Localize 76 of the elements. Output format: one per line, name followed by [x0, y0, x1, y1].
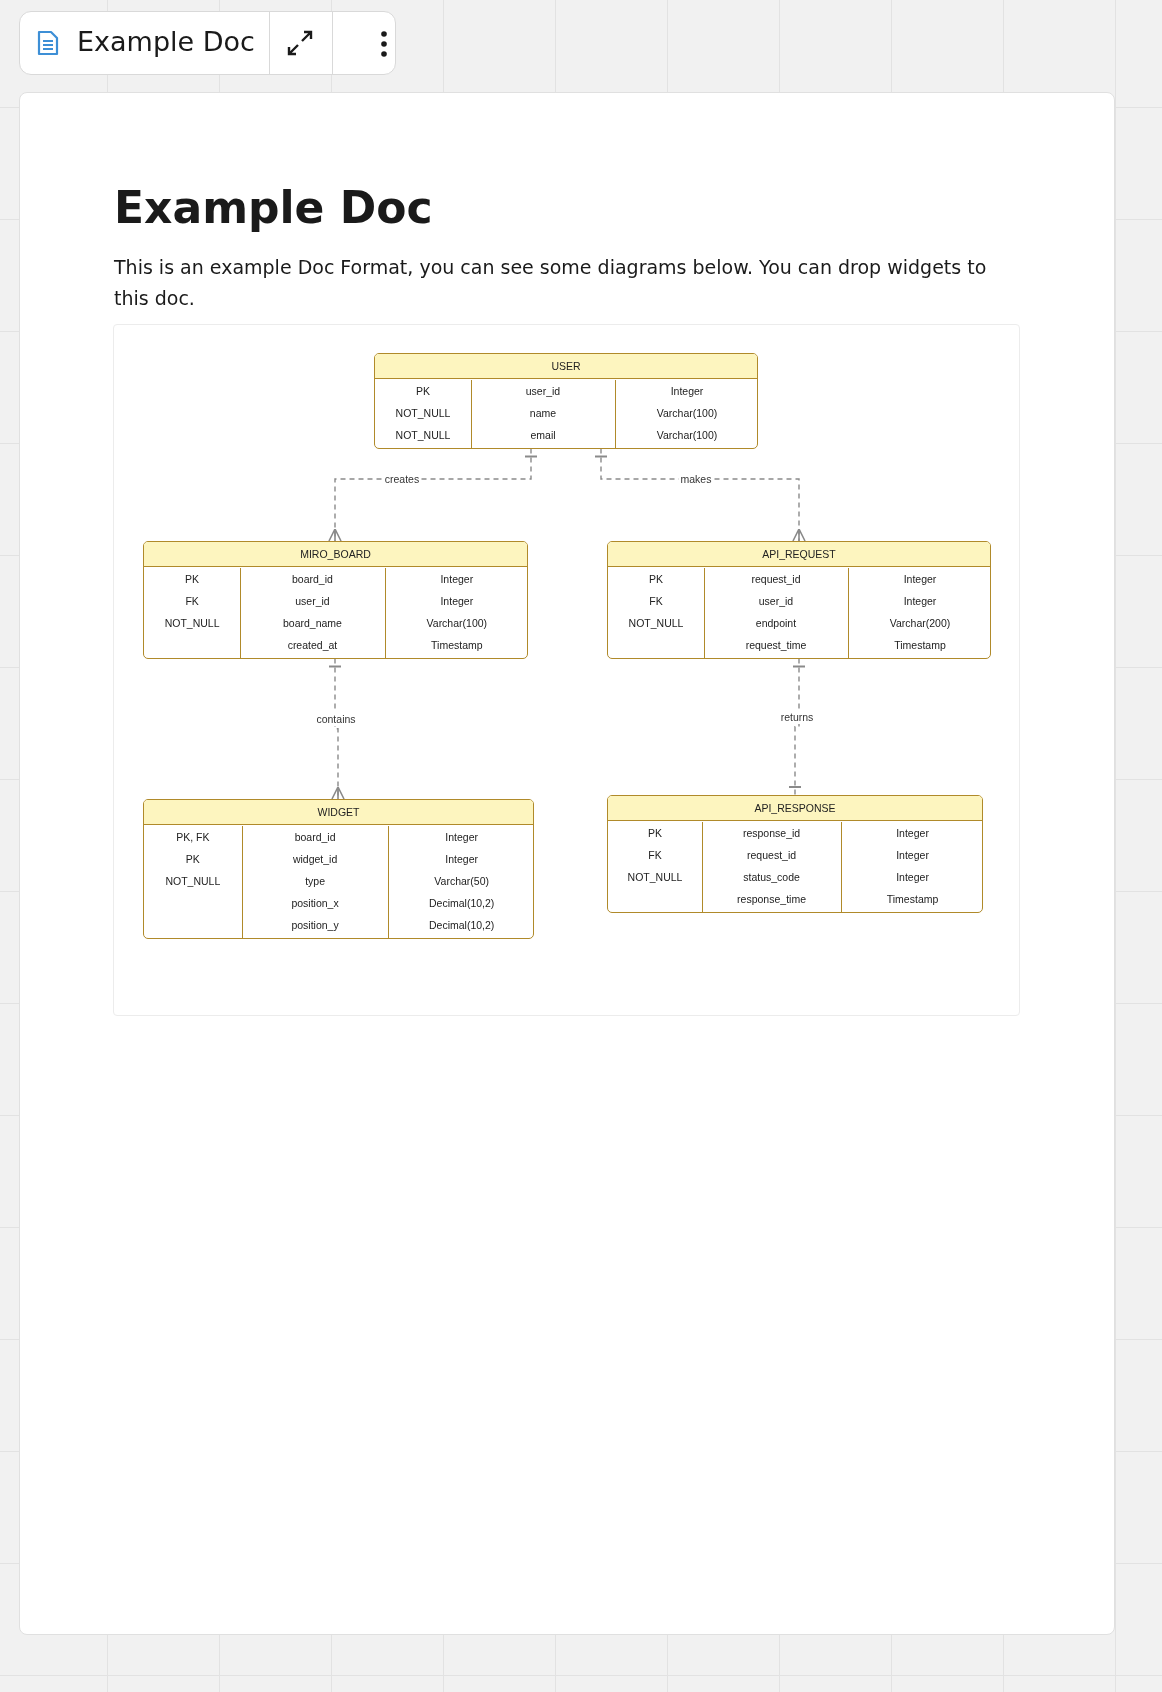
- table-cell-text: response_time: [736, 892, 807, 907]
- table-header: API_RESPONSE: [608, 796, 982, 821]
- table-cell-text: board_id: [293, 830, 337, 845]
- table-cell-text: request_id: [746, 848, 798, 863]
- table-cell-text: FK: [648, 594, 664, 609]
- table-cell-text: Varchar(100): [655, 406, 719, 421]
- table-cell-text: board_name: [281, 616, 343, 631]
- table-cell-text: PK: [184, 852, 201, 867]
- table-cell-text: user_id: [294, 594, 331, 609]
- table-header: API_REQUEST: [608, 542, 990, 567]
- table-cell-text: FK: [184, 594, 200, 609]
- table-cell-text: Decimal(10,2): [428, 918, 496, 933]
- table-cell-text: PK: [648, 572, 664, 587]
- relationship-line: [328, 657, 345, 800]
- table-cell-text: Decimal(10,2): [428, 896, 496, 911]
- table-cell-text: user_id: [524, 384, 562, 399]
- entity-table: [607, 541, 991, 659]
- table-cell-text: NOT_NULL: [394, 428, 452, 443]
- table-cell-text: Varchar(200): [888, 616, 952, 631]
- entity-table: [607, 795, 983, 913]
- edge-label: returns: [778, 710, 816, 724]
- body-paragraph: This is an example Doc Format, you can see some diagrams below. You can drop widgets to this doc.: [114, 255, 988, 311]
- table-cell-text: request_id: [750, 572, 802, 587]
- table-cell-text: Varchar(100): [425, 616, 489, 631]
- edge-label: contains: [314, 712, 358, 726]
- table-cell-text: email: [529, 428, 557, 443]
- table-cell-text: status_code: [742, 870, 801, 885]
- relationship-line: [594, 447, 806, 542]
- table-cell-text: user_id: [757, 594, 795, 609]
- table-cell-text: Integer: [902, 594, 938, 609]
- table-cell-text: Timestamp: [885, 892, 940, 907]
- table-cell-text: Integer: [902, 572, 938, 587]
- table-cell-text: widget_id: [291, 852, 339, 867]
- table-cell-text: PK, FK: [175, 830, 211, 845]
- table-cell-text: Timestamp: [430, 638, 484, 653]
- table-cell-text: position_y: [290, 918, 340, 933]
- entity-table: [143, 799, 534, 939]
- table-cell-text: NOT_NULL: [164, 874, 222, 889]
- table-cell-text: NOT_NULL: [163, 616, 221, 631]
- table-cell-text: Integer: [444, 830, 480, 845]
- table-cell-text: PK: [184, 572, 201, 587]
- table-cell-text: Integer: [669, 384, 705, 399]
- edge-label: makes: [678, 472, 714, 486]
- table-cell-text: created_at: [286, 638, 339, 653]
- table-cell-text: Integer: [439, 594, 475, 609]
- table-cell-text: Varchar(100): [655, 428, 719, 443]
- table-cell-text: name: [528, 406, 558, 421]
- table-cell-text: type: [304, 874, 326, 889]
- table-cell-text: Integer: [895, 826, 930, 841]
- table-cell-text: FK: [647, 848, 663, 863]
- table-cell-text: PK: [647, 826, 663, 841]
- entity-table: [374, 353, 758, 449]
- entity-table: [143, 541, 528, 659]
- table-cell-text: request_time: [744, 638, 808, 653]
- doc-title: Example Doc: [114, 182, 433, 233]
- table-cell-text: response_id: [741, 826, 802, 841]
- table-header: USER: [375, 354, 757, 379]
- table-cell-text: Integer: [895, 870, 930, 885]
- table-cell-text: Integer: [444, 852, 480, 867]
- table-cell-text: Integer: [439, 572, 475, 587]
- table-cell-text: position_x: [290, 896, 340, 911]
- edge-label: creates: [382, 472, 422, 486]
- table-header: WIDGET: [144, 800, 533, 825]
- table-cell-text: PK: [415, 384, 431, 399]
- table-cell-text: endpoint: [754, 616, 798, 631]
- table-cell-text: Varchar(50): [433, 874, 490, 889]
- doc-name: Example Doc: [77, 26, 255, 57]
- table-header: MIRO_BOARD: [144, 542, 527, 567]
- table-cell-text: Timestamp: [893, 638, 947, 653]
- table-cell-text: Integer: [895, 848, 930, 863]
- relationship-line: [328, 447, 538, 542]
- relationship-line: [788, 657, 806, 796]
- table-cell-text: NOT_NULL: [626, 870, 684, 885]
- table-cell-text: board_id: [291, 572, 334, 587]
- table-cell-text: NOT_NULL: [394, 406, 452, 421]
- table-cell-text: NOT_NULL: [627, 616, 685, 631]
